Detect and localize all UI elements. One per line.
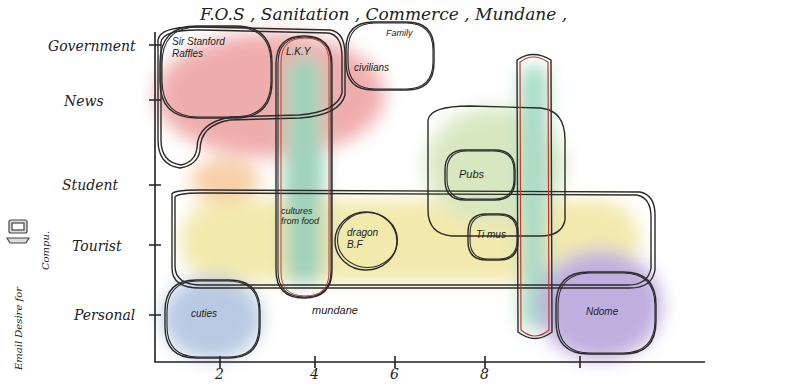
node-text: Pubs — [459, 168, 484, 181]
color-wash — [155, 33, 662, 360]
node-text: L.K.Y — [286, 46, 310, 58]
outline-stroke — [338, 213, 398, 268]
axis-number: 6 — [390, 366, 399, 382]
outline-stroke — [445, 150, 515, 200]
outline-stroke — [556, 272, 656, 354]
axis-number: 8 — [480, 366, 489, 382]
axis-category: Government — [48, 38, 136, 54]
region-blob: Pubs — [445, 150, 515, 200]
axis-category: News — [64, 93, 104, 109]
region-blob: Ndome — [556, 272, 656, 354]
axis-number: 2 — [215, 366, 224, 382]
node-text: dragon B.F — [347, 227, 387, 250]
outline-stroke — [165, 280, 260, 358]
outline-stroke — [276, 36, 332, 298]
node-text: Sir Stanford Raffles — [172, 36, 234, 59]
region-blob: Family civilians — [346, 22, 434, 90]
outline-stroke — [348, 23, 433, 89]
outline-stroke — [447, 151, 514, 199]
region-blob: Ti mus — [468, 214, 518, 260]
node-text: mundane — [312, 304, 358, 317]
node-text: civilians — [354, 62, 389, 74]
outline-stroke — [278, 37, 331, 297]
node-outline — [276, 36, 332, 298]
computer-icon — [7, 220, 29, 243]
side-note: Email Desire for — [13, 287, 24, 370]
outline-stroke — [281, 38, 329, 296]
scribble-outline — [158, 27, 655, 339]
node-text: Ti mus — [476, 229, 506, 241]
circle-region: dragon B.F — [335, 212, 397, 270]
vertical-band: L.K.Ycultures from foodmundane — [276, 36, 332, 298]
outline-stroke — [162, 27, 271, 117]
outline-stroke — [346, 22, 434, 90]
axis-category: Student — [62, 177, 118, 193]
side-note: Compu. — [41, 230, 52, 269]
outline-stroke — [470, 215, 517, 259]
region-blob: cuties — [165, 280, 260, 358]
node-text: Family — [386, 28, 413, 38]
node-outline — [335, 212, 397, 270]
node-text: cultures from food — [281, 206, 327, 227]
outline-stroke — [167, 281, 259, 357]
sketch-title: F.O.S , Sanitation , Commerce , Mundane … — [200, 4, 567, 24]
outline-stroke — [468, 214, 518, 260]
axis-category: Tourist — [72, 238, 122, 254]
outline-stroke — [558, 273, 655, 353]
axis-category: Personal — [74, 307, 135, 323]
outline-stroke — [160, 26, 272, 118]
axis-number: 4 — [310, 366, 319, 382]
node-text: Ndome — [586, 306, 618, 318]
node-text: cuties — [191, 308, 217, 320]
region-blob: Sir Stanford Raffles — [160, 26, 272, 118]
outline-stroke — [335, 212, 397, 270]
